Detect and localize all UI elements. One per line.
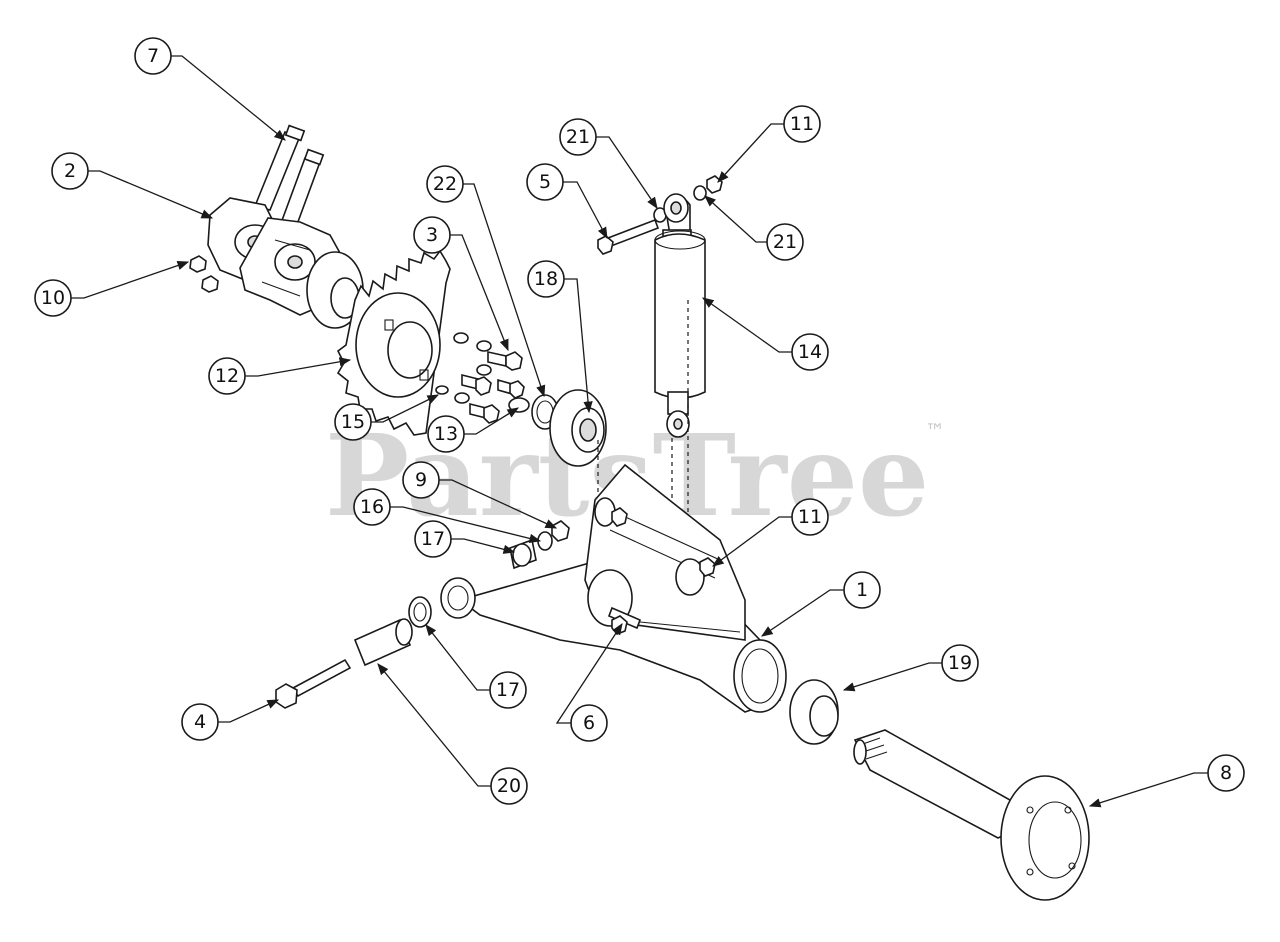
callout-4: 4: [181, 703, 219, 741]
callout-7-label: 7: [147, 45, 159, 67]
leader-lines: [70, 55, 1208, 808]
callout-14-label: 14: [798, 341, 822, 363]
callout-8-label: 8: [1220, 762, 1232, 784]
part-10-nuts: [189, 255, 219, 293]
callout-17-upper-label: 17: [421, 528, 445, 550]
callout-21-lower: 21: [766, 223, 804, 261]
callout-1-label: 1: [856, 579, 868, 601]
callout-18: 18: [527, 260, 565, 298]
callout-3-label: 3: [426, 224, 438, 246]
part-7-bolts: [253, 124, 325, 239]
callout-18-label: 18: [534, 268, 558, 290]
callout-5-label: 5: [539, 171, 551, 193]
part-17-lower-bushing: [408, 596, 432, 628]
callout-11-upper: 11: [783, 105, 821, 143]
part-11-nut-upper: [706, 175, 723, 194]
callout-13-label: 13: [434, 423, 458, 445]
callout-10: 10: [34, 279, 72, 317]
callout-2: 2: [51, 152, 89, 190]
callout-22: 22: [426, 165, 464, 203]
part-19-seal: [789, 679, 839, 745]
callout-5: 5: [526, 163, 564, 201]
callout-22-label: 22: [433, 173, 457, 195]
part-20-spacer: [353, 618, 413, 667]
callout-17-lower: 17: [489, 671, 527, 709]
part-9-16-17-bushings: [509, 520, 570, 570]
part-8-axle-shaft: [853, 729, 1090, 901]
callout-12-label: 12: [215, 365, 239, 387]
callout-21-upper-label: 21: [566, 126, 590, 148]
part-14-shock-absorber: [654, 193, 706, 438]
callout-10-label: 10: [41, 287, 65, 309]
watermark-trademark: ™: [925, 419, 945, 443]
callout-16-label: 16: [360, 496, 384, 518]
callout-21-upper: 21: [559, 118, 597, 156]
part-2-gear-housing: [207, 197, 364, 329]
callout-20-label: 20: [497, 775, 521, 797]
callout-2-label: 2: [64, 160, 76, 182]
callout-1: 1: [843, 571, 881, 609]
part-4-bolt: [275, 658, 352, 709]
callout-9-label: 9: [415, 469, 427, 491]
callout-15: 15: [334, 403, 372, 441]
callout-9: 9: [402, 461, 440, 499]
callout-7: 7: [134, 37, 172, 75]
callout-11-lower-label: 11: [798, 506, 822, 528]
callout-17-lower-label: 17: [496, 679, 520, 701]
callout-15-label: 15: [341, 411, 365, 433]
part-5-bolt: [597, 218, 660, 255]
callout-16: 16: [353, 488, 391, 526]
callout-8: 8: [1207, 754, 1245, 792]
callout-19: 19: [941, 644, 979, 682]
callout-11-lower: 11: [791, 498, 829, 536]
part-18-bearing: [549, 389, 607, 467]
callout-12: 12: [208, 357, 246, 395]
part-1-swing-arm: [440, 463, 787, 713]
callout-20: 20: [490, 767, 528, 805]
callout-19-label: 19: [948, 652, 972, 674]
callout-17-upper: 17: [414, 520, 452, 558]
part-12-sprocket: [336, 249, 451, 436]
callout-6-label: 6: [583, 712, 595, 734]
callout-6: 6: [570, 704, 608, 742]
callout-11-upper-label: 11: [790, 113, 814, 135]
callout-4-label: 4: [194, 711, 206, 733]
callout-13: 13: [427, 415, 465, 453]
callout-14: 14: [791, 333, 829, 371]
callout-3: 3: [413, 216, 451, 254]
callout-21-lower-label: 21: [773, 231, 797, 253]
